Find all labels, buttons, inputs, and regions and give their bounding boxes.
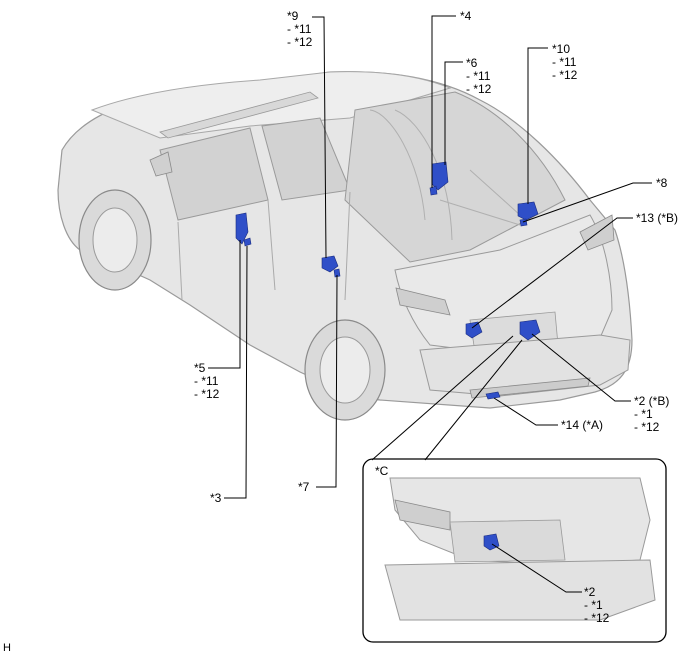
front-wheel-hub — [92, 207, 138, 273]
tail-lamp-left — [395, 287, 451, 316]
callout-3: *3 — [210, 492, 221, 505]
callout-13-main: *13 (*B) — [636, 211, 679, 225]
component-10 — [517, 201, 539, 221]
roof-rail — [159, 91, 319, 139]
callout-8-main: *8 — [656, 176, 668, 190]
callout-10-main: *10 — [552, 42, 571, 56]
callout-2: *2 - *1 - *12 — [584, 586, 609, 625]
callout-inset-c: *C — [375, 465, 388, 478]
leader-8 — [522, 182, 652, 223]
inset-bumper — [384, 559, 656, 621]
leader-10 — [527, 47, 548, 204]
leader-2b — [531, 333, 631, 402]
callout-2b: *2 (*B) - *1 - *12 — [634, 395, 669, 434]
leader-5 — [208, 240, 241, 369]
callout-6-sub-1: - *11 — [466, 69, 491, 83]
leader-13 — [471, 217, 633, 329]
door-lines — [177, 191, 351, 301]
leader-4 — [431, 15, 456, 188]
leader-3 — [224, 245, 248, 499]
inset-lamp-left — [394, 499, 451, 531]
callout-4-main: *4 — [460, 9, 472, 23]
rear-wheel-hub — [319, 336, 371, 404]
leader-lines — [208, 15, 652, 593]
leader-9 — [312, 16, 327, 259]
callout-7: *7 — [298, 481, 309, 494]
callout-10-sub-1: - *11 — [552, 55, 577, 69]
callout-9-main: *9 — [287, 9, 299, 23]
inset-view — [362, 458, 667, 643]
component-5 — [235, 212, 249, 245]
callout-10-sub-2: - *12 — [552, 68, 578, 82]
callout-14: *14 (*A) — [561, 419, 603, 432]
inset-projection-right — [424, 339, 523, 461]
callout-2-sub-2: - *12 — [584, 611, 610, 625]
callout-14-main: *14 (*A) — [561, 418, 604, 432]
component-9 — [321, 255, 339, 273]
callout-inset-c-main: *C — [375, 464, 389, 478]
callout-4: *4 — [460, 10, 471, 23]
bumper-step — [469, 377, 591, 399]
callout-2-main: *2 — [584, 585, 596, 599]
callout-9: *9 - *11 - *12 — [287, 10, 312, 49]
inset-projection-left — [371, 335, 514, 461]
rear-window — [344, 91, 566, 263]
callout-2b-sub-2: - *12 — [634, 420, 660, 434]
components — [235, 161, 541, 400]
callout-2b-main: *2 (*B) — [634, 394, 670, 408]
side-mirror — [149, 151, 173, 177]
callout-5: *5 - *11 - *12 — [194, 362, 219, 401]
component-8 — [519, 218, 528, 227]
tail-lamp-right — [579, 214, 615, 251]
component-13 — [465, 321, 483, 339]
leader-7 — [316, 274, 338, 488]
callout-2b-sub-1: - *1 — [634, 407, 653, 421]
callout-13: *13 (*B) — [636, 212, 678, 225]
footer-mark: H — [3, 642, 11, 654]
callout-10: *10 - *11 - *12 — [552, 43, 577, 82]
callout-8: *8 — [656, 177, 667, 190]
callout-2-sub-1: - *1 — [584, 598, 603, 612]
callout-9-sub-1: - *11 — [287, 22, 312, 36]
component-14 — [485, 391, 501, 400]
leader-6 — [444, 61, 463, 165]
component-4 — [429, 185, 438, 196]
inset-recess — [449, 519, 566, 563]
leader-2 — [491, 543, 582, 593]
callout-6-sub-2: - *12 — [466, 82, 492, 96]
callout-7-main: *7 — [298, 480, 310, 494]
component-3 — [243, 237, 252, 247]
callout-5-sub-1: - *11 — [194, 374, 219, 388]
callout-5-sub-2: - *12 — [194, 387, 220, 401]
vehicle-body — [57, 71, 633, 421]
callout-9-sub-2: - *12 — [287, 35, 313, 49]
callout-6: *6 - *11 - *12 — [466, 57, 491, 96]
leader-14 — [493, 397, 558, 426]
callout-3-main: *3 — [210, 491, 222, 505]
component-7 — [333, 268, 341, 278]
callout-6-main: *6 — [466, 56, 478, 70]
callout-5-main: *5 — [194, 361, 206, 375]
